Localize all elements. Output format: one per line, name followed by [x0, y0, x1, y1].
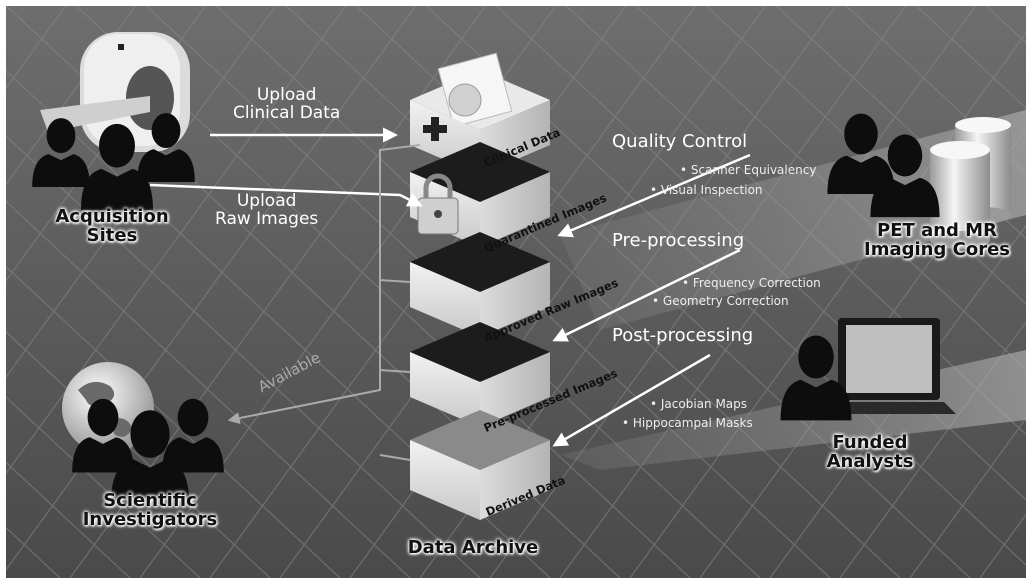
- post-processing-bullet-2: • Hippocampal Masks: [622, 416, 753, 430]
- available-arrow: [227, 144, 421, 425]
- pre-processing-arrow: [552, 248, 741, 342]
- post-processing-title: Post-processing: [612, 325, 754, 346]
- acquisition-sites-label: Acquisition Sites: [55, 206, 169, 246]
- imaging-cores-label: PET and MR Imaging Cores: [864, 220, 1010, 260]
- upload-raw-arrow: [149, 183, 423, 207]
- pre-processing-bullet-2: • Geometry Correction: [652, 294, 789, 308]
- box-clinical-data: [410, 52, 550, 175]
- flow-arrows: [149, 127, 751, 461]
- quality-control-arrow: [557, 153, 751, 238]
- laptop-icon: [818, 318, 956, 414]
- box-pre-processed-images: [410, 322, 550, 427]
- quality-control-title: Quality Control: [612, 131, 748, 152]
- scientific-investigators-label: Scientific Investigators: [82, 490, 218, 530]
- database-cylinders-icon: [930, 117, 1011, 249]
- upload-raw-label: Upload Raw Images: [215, 191, 319, 229]
- post-processing-arrow: [552, 353, 711, 447]
- box-quarantined-images: [410, 142, 550, 247]
- post-processing-bullet-1: • Jacobian Maps: [650, 397, 748, 411]
- funded-analysts-label: Funded Analysts: [826, 432, 914, 472]
- box-approved-raw-images: [410, 232, 550, 337]
- pre-processing-title: Pre-processing: [612, 230, 745, 251]
- upload-clinical-label: Upload Clinical Data: [233, 85, 341, 123]
- data-archive-stack: [410, 52, 550, 520]
- box-derived-data: [410, 410, 550, 520]
- quality-control-bullet-1: • Scanner Equivalency: [680, 163, 817, 177]
- pre-processing-bullet-1: • Frequency Correction: [682, 276, 821, 290]
- quality-control-bullet-2: • Visual Inspection: [650, 183, 763, 197]
- data-archive-label: Data Archive: [407, 537, 539, 558]
